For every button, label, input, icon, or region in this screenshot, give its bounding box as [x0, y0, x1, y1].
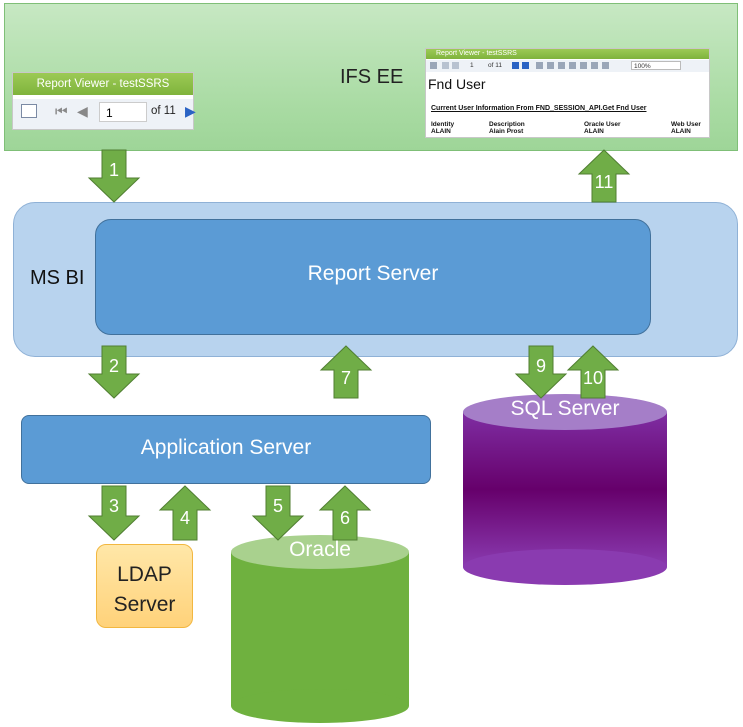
arrow-number-11: 11	[594, 172, 614, 192]
arrow-number-10: 10	[582, 368, 604, 388]
ms-bi-label: MS BI	[30, 267, 85, 289]
arrow-number-4: 4	[179, 508, 190, 528]
page-number-input[interactable]: 1	[470, 62, 474, 69]
arrow-5	[251, 485, 305, 541]
report-viewer-title: Report Viewer - testSSRS	[13, 73, 193, 95]
refresh-icon[interactable]	[558, 62, 565, 69]
report-viewer-toolbar: 1 of 11 100%	[426, 60, 709, 72]
zoom-select[interactable]: 100%	[631, 61, 681, 70]
arrow-number-9: 9	[535, 356, 546, 376]
previous-page-icon[interactable]	[452, 62, 459, 69]
sql-server-database	[463, 394, 667, 585]
column-value: ALAIN	[671, 128, 691, 135]
arrow-6	[318, 485, 372, 541]
application-server-label: Application Server	[140, 436, 312, 459]
report-subheading: Current User Information From FND_SESSIO…	[431, 105, 647, 112]
print-icon[interactable]	[569, 62, 576, 69]
column-value: Alain Prost	[489, 128, 524, 135]
column-value: ALAIN	[584, 128, 604, 135]
report-server-box	[95, 219, 651, 335]
arrow-number-6: 6	[339, 508, 350, 528]
page-count: of 11	[151, 105, 176, 117]
page-number-input[interactable]: 1	[99, 102, 147, 122]
print-layout-icon[interactable]	[580, 62, 587, 69]
report-viewer-toolbar: ⏮ ◀ 1 of 11 ▶	[13, 99, 196, 129]
arrow-4	[158, 485, 212, 541]
arrow-3	[87, 485, 141, 541]
report-heading: Fnd User	[428, 76, 486, 92]
arrow-number-1: 1	[108, 160, 119, 180]
column-header: Description	[489, 121, 525, 128]
next-page-icon[interactable]: ▶	[185, 103, 196, 119]
report-server-label: Report Server	[307, 262, 439, 285]
arrow-10	[566, 345, 620, 399]
stop-icon[interactable]	[547, 62, 554, 69]
page-setup-icon[interactable]	[591, 62, 598, 69]
ldap-line-1: LDAP	[117, 563, 172, 586]
arrow-1	[87, 149, 141, 203]
report-viewer-small: Report Viewer - testSSRS ⏮ ◀ 1 of 11 ▶	[12, 72, 196, 130]
arrow-number-3: 3	[108, 496, 119, 516]
back-icon[interactable]	[536, 62, 543, 69]
arrow-9	[514, 345, 568, 399]
last-page-icon[interactable]	[522, 62, 529, 69]
report-viewer-title: Report Viewer - testSSRS	[426, 49, 709, 59]
next-page-icon[interactable]	[512, 62, 519, 69]
document-map-icon[interactable]	[21, 104, 37, 118]
application-server-box	[21, 415, 431, 484]
arrow-7	[319, 345, 373, 399]
report-viewer-large: Report Viewer - testSSRS 1 of 11 100% Fn…	[425, 48, 710, 138]
arrow-11	[577, 149, 631, 203]
ifs-ee-label: IFS EE	[340, 66, 404, 88]
first-page-icon[interactable]	[442, 62, 449, 69]
sql-server-label: SQL Server	[510, 397, 620, 420]
ldap-server-box	[96, 544, 193, 628]
arrow-number-2: 2	[108, 356, 119, 376]
column-header: Identity	[431, 121, 455, 128]
column-header: Oracle User	[584, 121, 621, 128]
ldap-server-label: LDAP Server	[96, 560, 193, 620]
export-icon[interactable]	[602, 62, 609, 69]
arrow-number-5: 5	[272, 496, 283, 516]
document-map-icon[interactable]	[430, 62, 437, 69]
oracle-label: Oracle	[289, 538, 351, 561]
column-value: ALAIN	[431, 128, 451, 135]
arrow-2	[87, 345, 141, 399]
ldap-line-2: Server	[113, 593, 176, 616]
column-header: Web User	[671, 121, 701, 128]
arrow-number-7: 7	[340, 368, 351, 388]
first-page-icon[interactable]: ⏮	[55, 103, 68, 119]
page-count: of 11	[488, 62, 502, 69]
previous-page-icon[interactable]: ◀	[77, 103, 88, 119]
oracle-database	[231, 535, 409, 723]
